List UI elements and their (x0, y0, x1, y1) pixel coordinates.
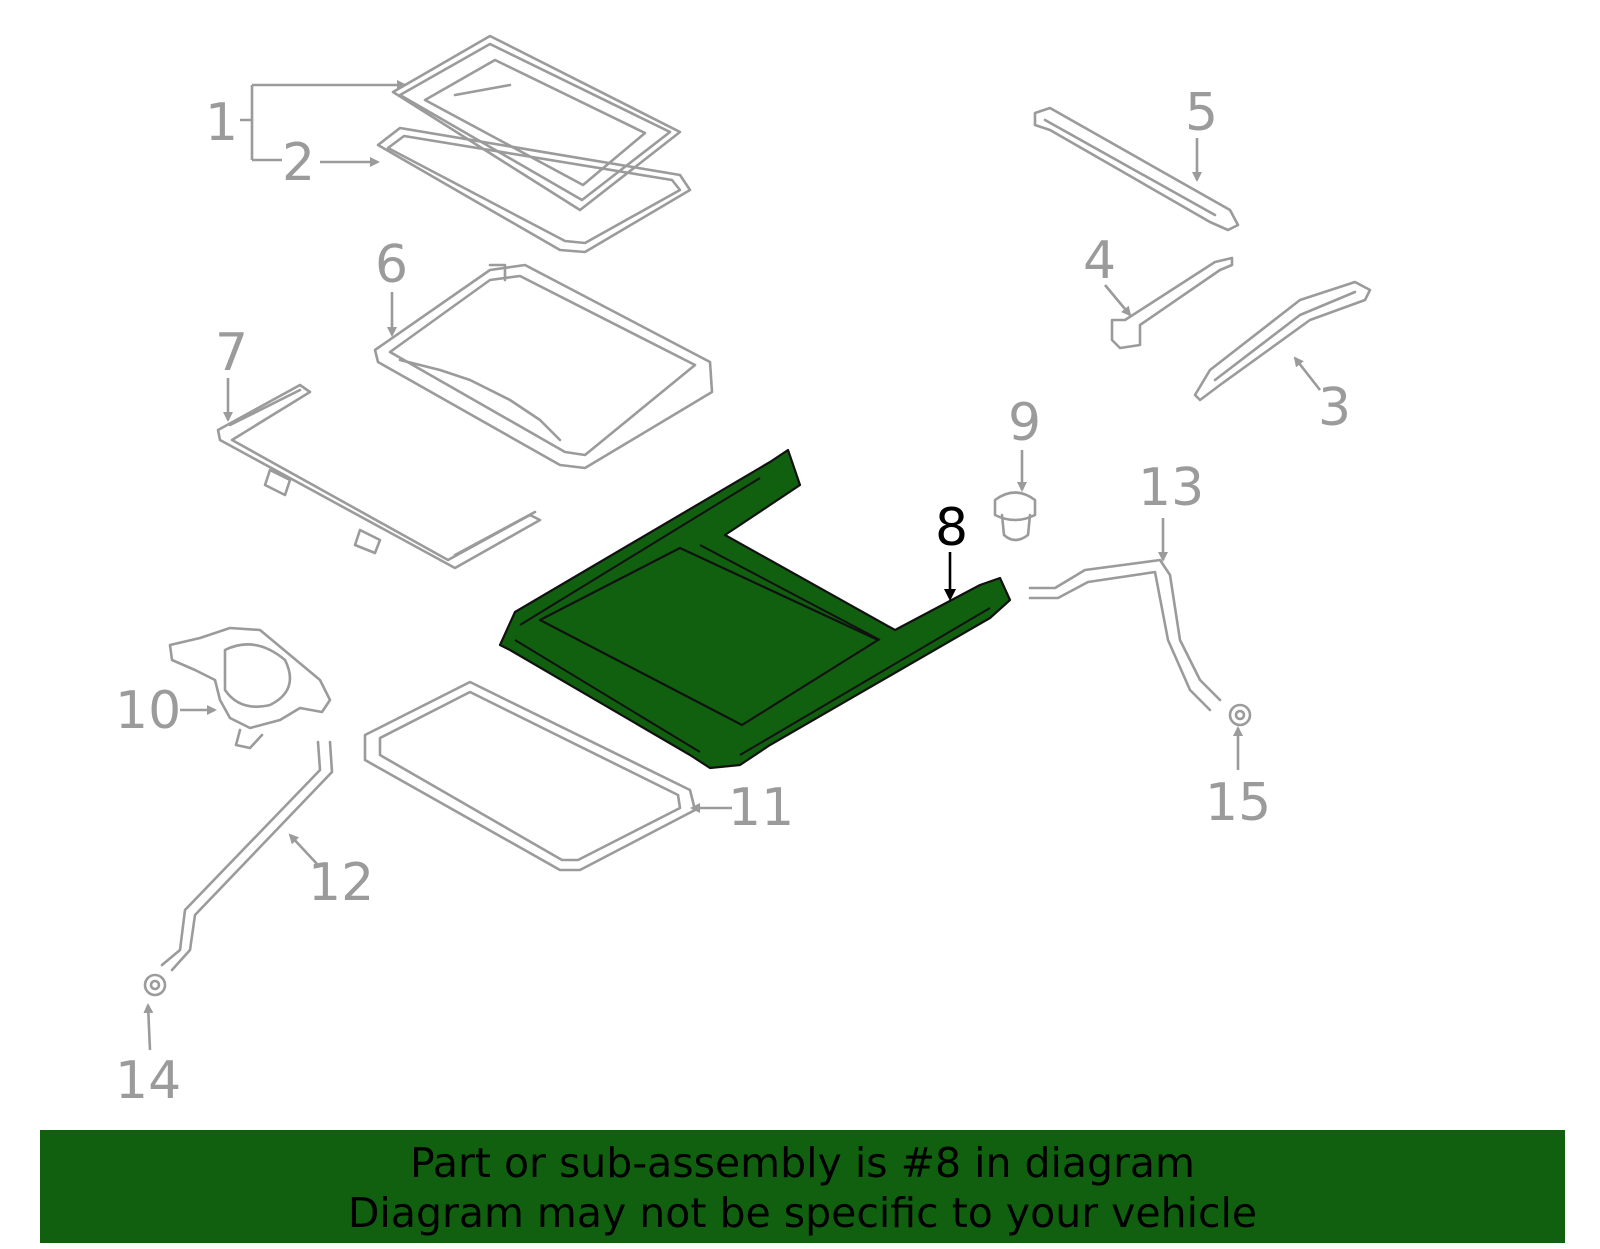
rail-part-5 (1033, 106, 1240, 232)
bracket-part-4 (1110, 256, 1234, 350)
callout-11: 11 (690, 778, 794, 838)
callout-3: 3 (1293, 356, 1351, 438)
svg-text:7: 7 (215, 323, 248, 383)
banner-line-1: Part or sub-assembly is #8 in diagram (410, 1139, 1195, 1187)
callout-7: 7 (215, 323, 248, 422)
svg-text:9: 9 (1008, 393, 1041, 453)
svg-text:6: 6 (375, 235, 408, 295)
callout-10: 10 (115, 681, 217, 741)
parts-diagram: 1 2 3 4 5 6 7 8 9 10 11 12 (115, 34, 1372, 1111)
svg-text:13: 13 (1138, 458, 1204, 518)
svg-text:8: 8 (935, 498, 968, 558)
callout-14: 14 (115, 1003, 181, 1111)
svg-text:14: 14 (115, 1051, 181, 1111)
info-banner: Part or sub-assembly is #8 in diagram Di… (40, 1130, 1565, 1243)
seal-part-2 (376, 126, 692, 254)
callout-1: 1 (205, 85, 405, 160)
seal-part-11 (363, 680, 697, 872)
track-frame-part-7 (216, 383, 542, 570)
callout-15: 15 (1205, 726, 1271, 833)
svg-text:12: 12 (308, 853, 374, 913)
callout-9: 9 (1008, 393, 1041, 492)
sunroof-frame-part-8 (498, 448, 1012, 770)
callout-5: 5 (1185, 83, 1218, 182)
drain-hose-part-13 (1028, 558, 1252, 727)
svg-text:11: 11 (728, 778, 794, 838)
svg-text:10: 10 (115, 681, 181, 741)
callout-4: 4 (1083, 231, 1132, 317)
callout-6: 6 (375, 235, 408, 337)
svg-text:15: 15 (1205, 773, 1271, 833)
svg-text:1: 1 (205, 93, 238, 153)
svg-text:3: 3 (1318, 378, 1351, 438)
svg-text:4: 4 (1083, 231, 1116, 291)
frame-part-6 (373, 263, 714, 470)
callout-13: 13 (1138, 458, 1204, 562)
svg-text:2: 2 (282, 133, 315, 193)
callout-2: 2 (252, 133, 378, 193)
drain-hose-part-12 (143, 740, 334, 997)
callout-8: 8 (935, 498, 968, 601)
grommet-part-9 (993, 491, 1037, 542)
motor-part-10 (168, 626, 332, 750)
banner-line-2: Diagram may not be specific to your vehi… (347, 1189, 1258, 1237)
guide-part-3 (1193, 280, 1372, 402)
svg-text:5: 5 (1185, 83, 1218, 143)
glass-panel-part-1 (391, 34, 682, 212)
callout-12: 12 (288, 833, 374, 913)
